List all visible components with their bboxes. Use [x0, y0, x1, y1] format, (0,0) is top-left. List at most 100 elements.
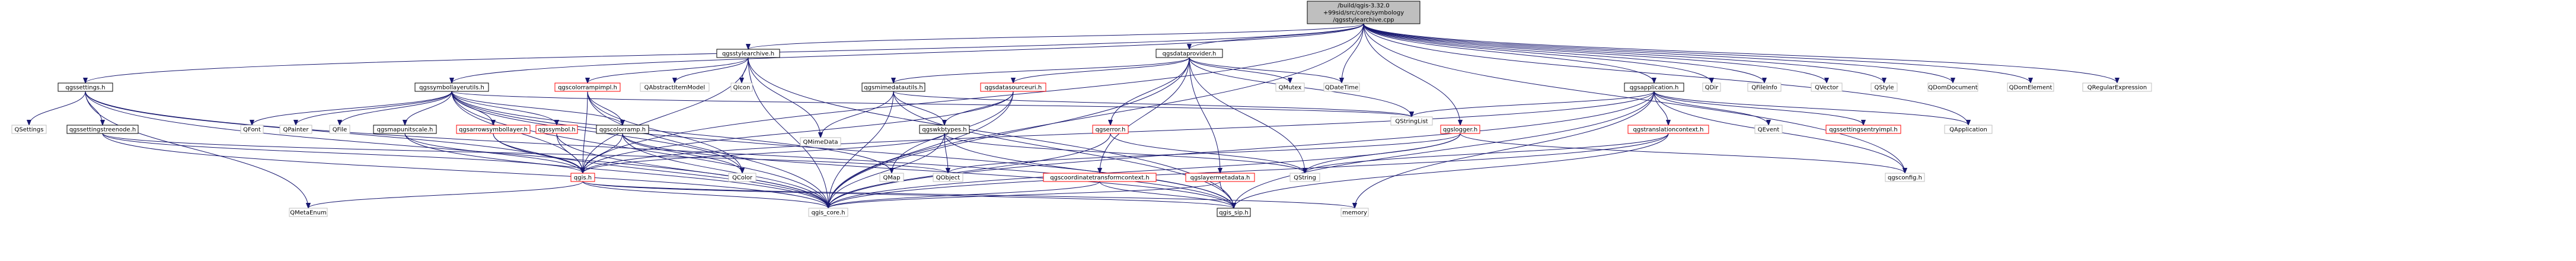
node-QMetaEnum[interactable]: QMetaEnum: [289, 208, 328, 217]
node-label: QMetaEnum: [290, 210, 326, 217]
edge-line: [1189, 57, 1342, 84]
node-qgscolorrampimpl[interactable]: qgscolorrampimpl.h: [554, 82, 621, 92]
node-qgserror[interactable]: qgserror.h: [1092, 125, 1129, 134]
node-qgsapplication[interactable]: qgsapplication.h: [1624, 82, 1684, 92]
node-qgssettings[interactable]: qgssettings.h: [58, 82, 113, 92]
node-qgis_core[interactable]: qgis_core.h: [808, 208, 848, 217]
node-label: qgsdataprovider.h: [1163, 51, 1217, 58]
edge-line: [340, 91, 452, 126]
edge-line: [675, 57, 749, 84]
node-qgslogger[interactable]: qgslogger.h: [1440, 125, 1480, 134]
edge-qgsdataprovider-to-qgsdatasourceuri: [1013, 57, 1190, 84]
node-qgssettingsentryimpl[interactable]: qgssettingsentryimpl.h: [1825, 125, 1901, 134]
node-qgssymbollayerutils[interactable]: qgssymbollayerutils.h: [414, 82, 489, 92]
edge-line: [1363, 23, 1764, 84]
node-box: [1885, 173, 1925, 182]
node-QMutex[interactable]: QMutex: [1275, 82, 1305, 92]
node-qgscolorramp[interactable]: qgscolorramp.h: [596, 125, 649, 134]
node-QString[interactable]: QString: [1289, 173, 1320, 182]
node-QStringList[interactable]: QStringList: [1390, 116, 1433, 126]
node-qgstranslationcontext[interactable]: qgstranslationcontext.h: [1627, 125, 1709, 134]
edge-line: [1013, 57, 1190, 84]
node-QMap[interactable]: QMap: [879, 173, 904, 182]
edge-qgis-to-qgis_sip: [582, 181, 1234, 209]
node-QApplication[interactable]: QApplication: [1944, 125, 1993, 134]
edge-qgssettings-to-QMetaEnum: [85, 91, 308, 208]
node-box: [58, 82, 113, 92]
edge-line: [405, 91, 452, 126]
node-label: QAbstractItemModel: [644, 85, 706, 91]
edge-line: [583, 133, 623, 173]
node-qgsdatasourceuri[interactable]: qgsdatasourceuri.h: [980, 82, 1046, 92]
node-qgsmimedatautils[interactable]: qgsmimedatautils.h: [861, 82, 925, 92]
node-qgswkbtypes[interactable]: qgswkbtypes.h: [919, 125, 970, 134]
node-label: QRegularExpression: [2087, 85, 2147, 91]
node-qgssymbol[interactable]: qgssymbol.h: [535, 125, 578, 134]
edge-R-to-qgsconfig: [1363, 23, 1905, 173]
node-QEvent[interactable]: QEvent: [1754, 125, 1783, 134]
node-label: QApplication: [1949, 127, 1987, 133]
edge-line: [582, 181, 1355, 209]
node-QStyle[interactable]: QStyle: [1870, 82, 1898, 92]
edge-qgscolorramp-to-qgis_core: [622, 133, 828, 208]
node-label: /build/qgis-3.32.0: [1338, 3, 1389, 9]
edge-line: [556, 133, 828, 208]
edge-line: [1363, 23, 1968, 125]
edge-line: [1363, 23, 1460, 125]
node-qgslayermetadata[interactable]: qgslayermetadata.h: [1185, 173, 1255, 182]
node-QDateTime[interactable]: QDateTime: [1323, 82, 1360, 92]
node-label: qgsmimedatautils.h: [864, 85, 922, 91]
edge-line: [588, 57, 749, 84]
edge-line: [828, 23, 1364, 208]
node-qgis_sip[interactable]: qgis_sip.h: [1217, 208, 1251, 217]
node-QSettings[interactable]: QSettings: [11, 125, 47, 134]
edge-qgsapplication-to-memory: [1355, 91, 1655, 208]
node-qgsdataprovider[interactable]: qgsdataprovider.h: [1155, 49, 1223, 58]
edges-layer: [29, 23, 2117, 209]
edge-qgslayermetadata-to-qgis_core: [828, 181, 1221, 209]
edge-qgssettings-to-qgis_sip: [85, 91, 1234, 208]
edge-qgsdatasourceuri-to-qgis: [583, 91, 1014, 173]
node-QRegularExpression[interactable]: QRegularExpression: [2082, 82, 2152, 92]
node-QFileInfo[interactable]: QFileInfo: [1747, 82, 1782, 92]
node-qgssettingstreenode[interactable]: qgssettingstreenode.h: [66, 125, 139, 134]
node-qgis[interactable]: qgis.h: [570, 173, 595, 182]
node-label: QStringList: [1395, 119, 1428, 125]
node-box: [716, 49, 780, 58]
node-QIcon[interactable]: QIcon: [730, 82, 753, 92]
node-qgsconfig[interactable]: qgsconfig.h: [1885, 173, 1925, 182]
edge-line: [1355, 91, 1655, 208]
edge-qgscolorrampimpl-to-qgscolorramp: [587, 91, 623, 126]
node-qgscoordinatetransformcontext[interactable]: qgscoordinatetransformcontext.h: [1043, 173, 1157, 182]
node-QDomDocument[interactable]: QDomDocument: [1927, 82, 1978, 92]
node-QAbstractItemModel[interactable]: QAbstractItemModel: [640, 82, 710, 92]
node-QColor[interactable]: QColor: [728, 173, 756, 182]
edge-line: [102, 133, 948, 174]
node-box: [879, 173, 904, 182]
node-box: [2082, 82, 2152, 92]
node-label: qgsdatasourceuri.h: [985, 85, 1042, 91]
node-label: qgscoordinatetransformcontext.h: [1050, 175, 1149, 182]
node-QDir[interactable]: QDir: [1702, 82, 1721, 92]
node-QPainter[interactable]: QPainter: [279, 125, 312, 134]
edge-line: [1189, 57, 1220, 173]
node-box: [1927, 82, 1978, 92]
node-QObject[interactable]: QObject: [933, 173, 963, 182]
node-QFont[interactable]: QFont: [240, 125, 264, 134]
node-QMimeData[interactable]: QMimeData: [800, 137, 841, 147]
edge-line: [493, 133, 828, 208]
edge-line: [748, 23, 1364, 50]
node-label: QString: [1294, 175, 1316, 182]
edge-line: [556, 133, 583, 173]
edge-qgscolorramp-to-QColor: [622, 133, 742, 174]
node-qgsstylearchive[interactable]: qgsstylearchive.h: [716, 49, 780, 58]
edge-qgsmapunitscale-to-qgis: [404, 133, 583, 174]
node-QFile[interactable]: QFile: [329, 125, 350, 134]
node-memory[interactable]: memory: [1340, 208, 1369, 217]
node-qgsarrowsymbollayer[interactable]: qgsarrowsymbollayer.h: [456, 125, 531, 134]
edge-qgsdataprovider-to-QMutex: [1189, 57, 1290, 84]
node-qgsmapunitscale[interactable]: qgsmapunitscale.h: [373, 125, 437, 134]
node-box: [554, 82, 621, 92]
node-QVector[interactable]: QVector: [1811, 82, 1843, 92]
node-QDomElement[interactable]: QDomElement: [2007, 82, 2054, 92]
